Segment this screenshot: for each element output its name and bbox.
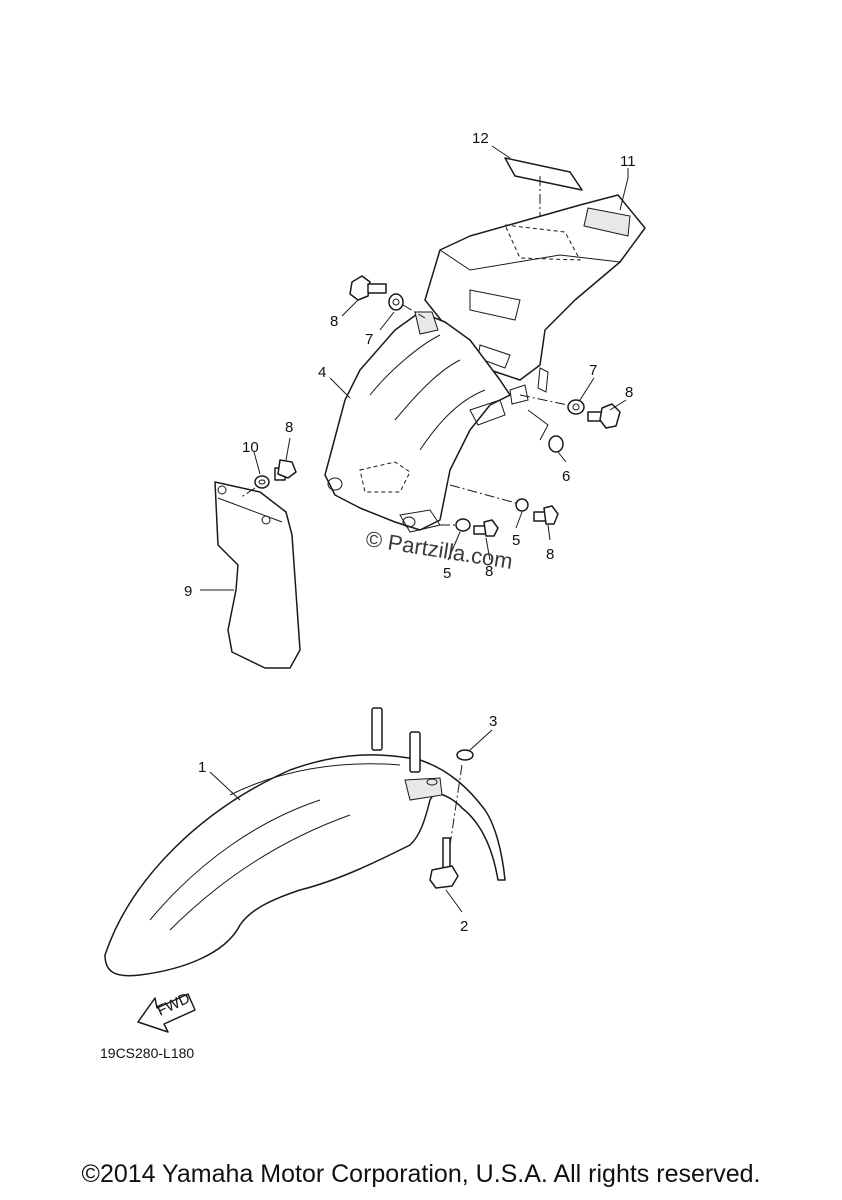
collar-5-lower xyxy=(455,518,471,532)
collar-6 xyxy=(548,435,564,453)
callout-6: 6 xyxy=(562,468,570,485)
callout-8-upper-left: 8 xyxy=(330,313,338,330)
callout-4: 4 xyxy=(318,364,326,381)
callout-3: 3 xyxy=(489,713,497,730)
callout-labels: 12 11 8 7 4 7 8 6 8 10 9 5 8 5 8 1 3 2 xyxy=(184,130,636,935)
callout-9: 9 xyxy=(184,583,192,600)
callout-7-upper-left: 7 xyxy=(365,331,373,348)
washer-7-upper-left xyxy=(388,293,404,311)
washer-7-right xyxy=(567,399,585,415)
callout-8-flap: 8 xyxy=(285,419,293,436)
fwd-arrow-icon: FWD xyxy=(137,990,196,1033)
callout-8-lower-right: 8 xyxy=(546,546,554,563)
callout-5-lower: 5 xyxy=(443,565,451,582)
callout-1: 1 xyxy=(198,759,206,776)
diagram-code: 19CS280-L180 xyxy=(100,1045,195,1061)
part-2-bolt xyxy=(429,837,459,889)
callout-11: 11 xyxy=(620,153,636,170)
callout-5-right: 5 xyxy=(512,532,520,549)
callout-8-right: 8 xyxy=(625,384,633,401)
bolt-8-upper-left xyxy=(349,275,387,301)
callout-12: 12 xyxy=(472,130,489,147)
callout-8-lower: 8 xyxy=(485,563,493,580)
callout-2: 2 xyxy=(460,918,468,935)
part-9-mud-flap xyxy=(214,481,301,669)
bolt-8-lower xyxy=(473,519,499,537)
callout-10: 10 xyxy=(242,439,259,456)
washer-10 xyxy=(254,475,270,489)
copyright-notice: ©2014 Yamaha Motor Corporation, U.S.A. A… xyxy=(81,1160,761,1188)
bolt-8-right xyxy=(587,403,621,429)
callout-7-right: 7 xyxy=(589,362,597,379)
bolt-8-flap xyxy=(274,459,297,481)
leader-lines xyxy=(200,145,629,913)
bolt-8-lower-right xyxy=(533,505,559,525)
part-3-collar xyxy=(456,749,474,761)
collar-5-right xyxy=(515,498,529,512)
part-1-front-fender xyxy=(104,707,506,977)
